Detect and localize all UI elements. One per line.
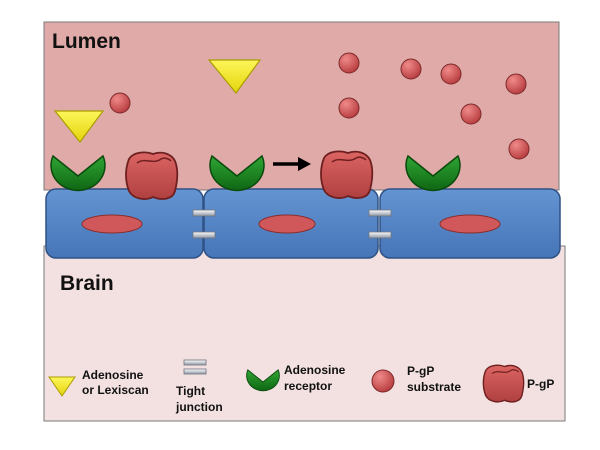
legend-adenosine-line1: Adenosine	[82, 368, 144, 382]
legend-adenosine-line2: or Lexiscan	[82, 383, 149, 397]
legend-tight-junction-line1: Tight	[176, 384, 205, 398]
adenosine-molecule	[207, 59, 262, 94]
brain-region	[43, 245, 566, 422]
tight-junction	[192, 209, 216, 239]
legend-item-adenosine: Adenosine or Lexiscan	[48, 368, 149, 397]
pgp-substrate	[400, 58, 422, 80]
yellow-triangle-icon	[48, 376, 76, 397]
cell-nucleus	[258, 214, 316, 234]
legend-item-pgp: P-gP	[482, 364, 554, 403]
pgp-transporter	[125, 151, 179, 200]
pgp-substrate	[338, 97, 360, 119]
tight-junction	[368, 209, 392, 239]
pgp-substrate	[505, 73, 527, 95]
pgp-substrate	[440, 63, 462, 85]
cell-nucleus	[81, 214, 143, 234]
cell-nucleus	[439, 214, 501, 234]
tight-junction-icon	[183, 359, 207, 375]
legend-receptor-line1: Adenosine	[284, 363, 346, 377]
pgp-transporter-icon	[482, 364, 525, 403]
legend-item-tight-junction: Tight junction	[175, 359, 223, 414]
legend-pgp-line1: P-gP	[527, 377, 554, 391]
legend-substrate-line2: substrate	[407, 380, 461, 394]
legend-substrate-line1: P-gP	[407, 364, 434, 378]
legend-item-substrate: P-gP substrate	[371, 364, 461, 394]
endothelial-cell-layer	[45, 188, 561, 259]
legend-tight-junction-line2: junction	[175, 400, 223, 414]
legend-item-receptor: Adenosine receptor	[246, 363, 346, 393]
lumen-title: Lumen	[52, 30, 121, 53]
legend: Adenosine or Lexiscan Tight junction Ade…	[48, 359, 554, 414]
pgp-substrate	[508, 138, 530, 160]
pgp-substrate	[460, 103, 482, 125]
brain-title: Brain	[60, 272, 114, 295]
activation-arrow	[273, 157, 311, 171]
pgp-transporter	[320, 150, 374, 199]
adenosine-molecule	[53, 110, 105, 143]
pgp-substrate	[109, 92, 131, 114]
legend-receptor-line2: receptor	[284, 379, 332, 393]
pgp-substrate	[338, 52, 360, 74]
red-circle-icon	[371, 369, 395, 393]
